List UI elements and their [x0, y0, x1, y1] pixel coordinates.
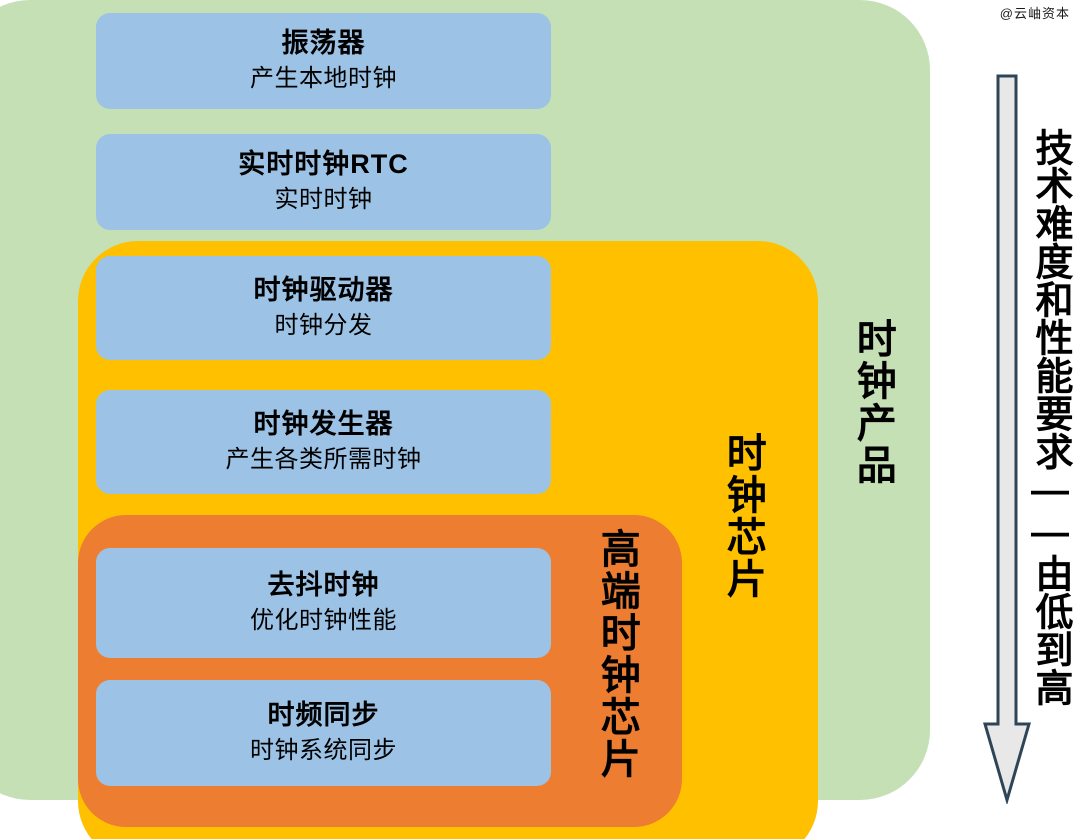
axis-caption: 技术难度和性能要求——由低到高	[1029, 128, 1071, 706]
tier-label-clock-chips: 时钟芯片	[720, 432, 765, 600]
product-card-oscillator: 振荡器 产生本地时钟	[96, 13, 551, 109]
product-card-subtitle: 时钟系统同步	[250, 737, 397, 765]
product-card-title: 时钟发生器	[253, 409, 394, 440]
product-card-title: 去抖时钟	[267, 570, 380, 601]
product-card-subtitle: 产生各类所需时钟	[225, 446, 422, 474]
product-card-subtitle: 产生本地时钟	[250, 65, 397, 93]
tier-label-clock-products: 时钟产品	[850, 318, 895, 486]
product-card-subtitle: 优化时钟性能	[250, 607, 397, 635]
product-card-subtitle: 实时时钟	[274, 186, 373, 214]
product-card-subtitle: 时钟分发	[274, 312, 373, 340]
watermark: @云岫资本	[999, 6, 1070, 21]
product-card-clock-generator: 时钟发生器 产生各类所需时钟	[96, 390, 551, 494]
product-card-title: 时钟驱动器	[253, 275, 394, 306]
product-card-rtc: 实时时钟RTC 实时时钟	[96, 134, 551, 230]
downward-arrow-icon	[983, 74, 1031, 804]
tier-label-high-end-clock-chips: 高端时钟芯片	[594, 528, 639, 780]
product-card-title: 时频同步	[267, 700, 380, 731]
product-card-jitter-cleaner: 去抖时钟 优化时钟性能	[96, 548, 551, 658]
product-card-sync: 时频同步 时钟系统同步	[96, 680, 551, 786]
product-card-title: 振荡器	[281, 28, 366, 59]
product-card-title: 实时时钟RTC	[238, 149, 409, 180]
product-card-clock-buffer: 时钟驱动器 时钟分发	[96, 256, 551, 360]
